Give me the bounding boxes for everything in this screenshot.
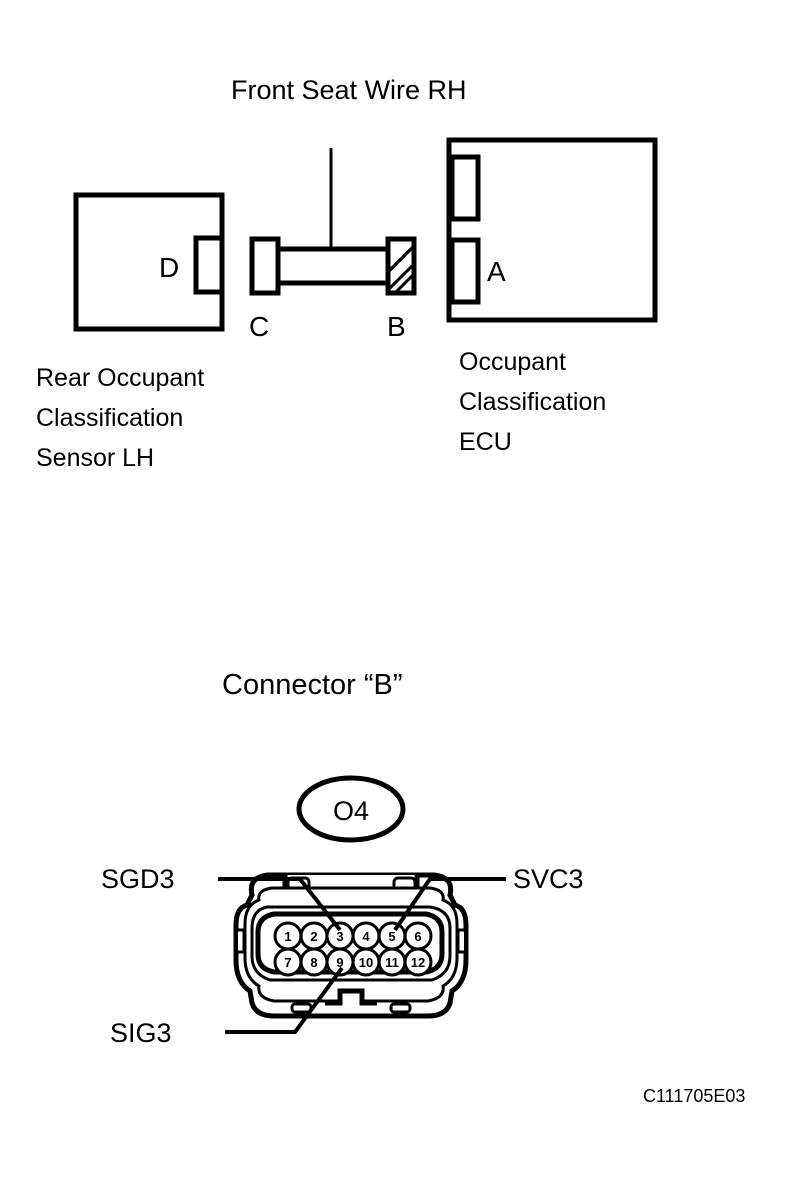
badge-ellipse: [296, 775, 406, 843]
connector-b-view: Connector “B” O4: [101, 669, 584, 1048]
pin-label: 6: [414, 929, 421, 944]
ecu-caption-line-2: Classification: [459, 388, 606, 416]
sensor-caption: Rear Occupant Classification Sensor LH: [36, 364, 204, 472]
ecu-box-outline: [446, 137, 658, 323]
reference-code: C111705E03: [643, 1086, 745, 1106]
ecu-caption-line-3: ECU: [459, 428, 512, 456]
pin-label: 9: [336, 955, 343, 970]
ecu-caption: Occupant Classification ECU: [459, 348, 606, 456]
pin-5: 5: [377, 921, 407, 951]
sensor-caption-line-3: Sensor LH: [36, 444, 154, 472]
inline-connector-cb: C B: [249, 236, 417, 342]
sensor-caption-line-1: Rear Occupant: [36, 364, 204, 392]
pin-2: 2: [299, 921, 329, 951]
pin-label: 1: [284, 929, 291, 944]
bottom-bump-right: [389, 1002, 412, 1014]
pin-11: 11: [377, 947, 407, 977]
pin-label: 3: [336, 929, 343, 944]
connector-c-body: [249, 236, 281, 296]
pin-4: 4: [351, 921, 381, 951]
sensor-box-connector-tab: [193, 235, 225, 295]
leader-line-sgd3: [218, 877, 342, 932]
signal-label-svc3: SVC3: [513, 864, 584, 894]
leader-line-svc3: [393, 877, 506, 932]
connector-view-title: Connector “B”: [222, 669, 403, 701]
sensor-box-letter: D: [159, 252, 179, 283]
housing-right-notch: [456, 928, 464, 954]
pin-7: 7: [273, 947, 303, 977]
harness-diagram: Front Seat Wire RH D: [36, 75, 658, 472]
connector-code-badge: O4: [296, 775, 406, 843]
signal-leader-lines: [218, 877, 506, 1034]
pin-grid-bottom-row: 7 8 9 10 11: [273, 947, 433, 977]
ecu-connector-tab-upper: [449, 154, 481, 222]
pin-label: 10: [359, 955, 373, 970]
leader-line-sig3: [225, 966, 344, 1034]
housing-bottom-tab: [325, 988, 377, 1006]
pin-10: 10: [351, 947, 381, 977]
pin-8: 8: [299, 947, 329, 977]
housing-left-notch: [238, 928, 246, 954]
pin-label: 7: [284, 955, 291, 970]
connector-b-body: [385, 236, 417, 296]
badge-label: O4: [333, 796, 369, 826]
pin-6: 6: [403, 921, 433, 951]
pin-label: 4: [362, 929, 370, 944]
pin-label: 2: [310, 929, 317, 944]
pin-label: 11: [385, 955, 399, 970]
connector-b-letter: B: [387, 311, 406, 342]
pin-label: 5: [388, 929, 395, 944]
harness-title: Front Seat Wire RH: [231, 75, 467, 105]
sensor-caption-line-2: Classification: [36, 404, 183, 432]
ecu-box-letter: A: [487, 256, 506, 287]
rear-occupant-sensor-box: D: [73, 192, 225, 332]
pin-label: 8: [310, 955, 317, 970]
connector-bridge: [275, 246, 391, 286]
ecu-caption-line-1: Occupant: [459, 348, 566, 376]
pin-12: 12: [403, 947, 433, 977]
connector-housing: [233, 872, 469, 1019]
connector-c-letter: C: [249, 311, 269, 342]
signal-label-sgd3: SGD3: [101, 864, 175, 894]
ecu-connector-tab-lower: [449, 237, 481, 305]
pin-1: 1: [273, 921, 303, 951]
pin-grid-top-row: 1 2 3 4 5: [273, 921, 433, 951]
signal-label-sig3: SIG3: [110, 1018, 172, 1048]
occupant-classification-ecu-box: A: [446, 137, 658, 323]
pin-label: 12: [411, 955, 425, 970]
